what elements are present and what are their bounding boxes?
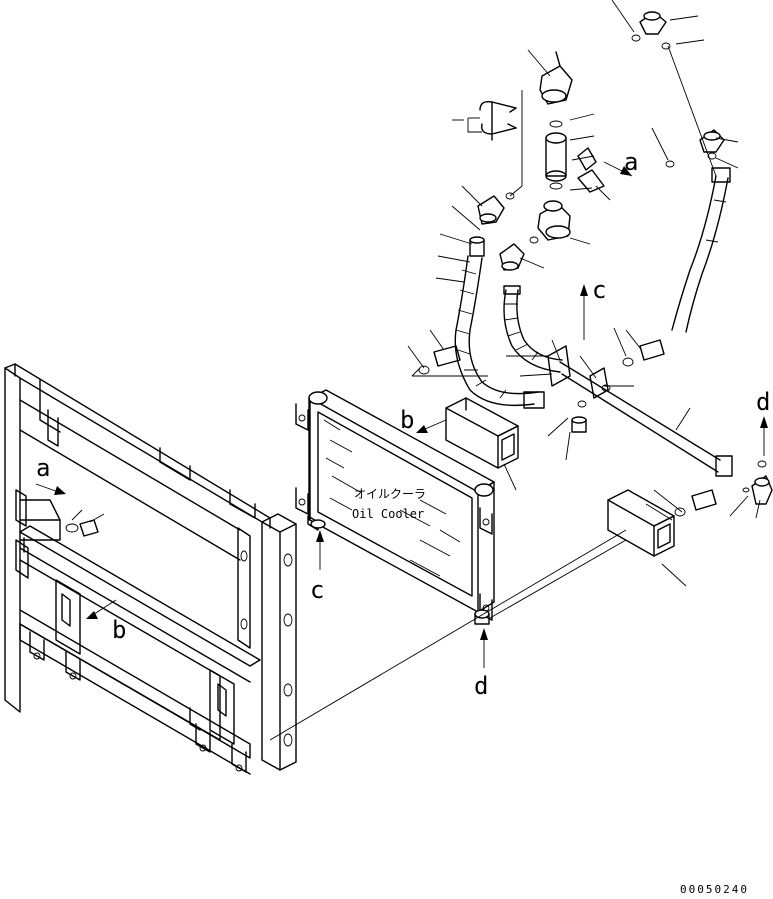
cover-box-upper (445, 397, 519, 469)
callout-c-bottom: c (310, 576, 324, 604)
callout-b-mid: b (112, 616, 126, 644)
callout-c-top: c (592, 276, 606, 304)
callout-b-left: b (400, 406, 414, 434)
callout-arrows (35, 161, 768, 668)
fittings-assembly (469, 11, 773, 505)
leader-lines (71, 0, 761, 741)
callout-a-left: a (36, 454, 50, 482)
part-label-en: Oil Cooler (352, 507, 424, 521)
bolts-washers (65, 339, 717, 537)
drawing-code: 00050240 (680, 883, 749, 896)
callout-d-bottom: d (474, 672, 488, 700)
cover-box-lower (607, 489, 675, 557)
part-label-jp: オイルクーラ (354, 487, 426, 501)
callout-d-right: d (756, 388, 770, 416)
callout-a-top: a (624, 148, 638, 176)
radiator-frame (4, 363, 297, 775)
oil-cooler-core (295, 389, 495, 625)
hoses (454, 167, 733, 477)
